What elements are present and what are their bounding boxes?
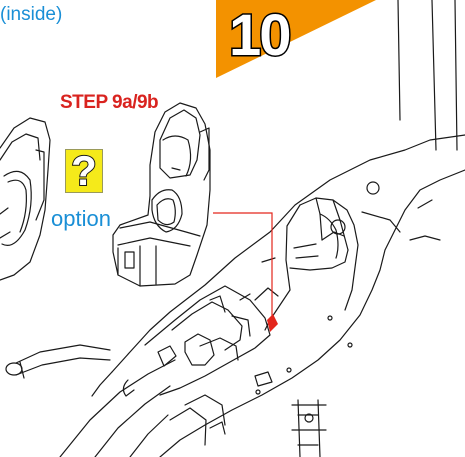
tail-fin [397, 0, 458, 151]
aircraft-fuselage [111, 134, 465, 457]
step-number: 10 [228, 3, 293, 68]
question-mark-icon: ? [65, 147, 103, 195]
option-label: option [51, 206, 111, 231]
inside-label: (inside) [0, 4, 63, 25]
step-reference: STEP 9a/9b [60, 92, 159, 113]
ejection-seat-left [0, 117, 51, 281]
canopy-frame [59, 359, 226, 457]
landing-gear [291, 399, 327, 457]
step-badge [216, 0, 376, 78]
probe [5, 344, 111, 379]
leader-line [213, 212, 278, 332]
cockpit-tub [144, 285, 279, 396]
ejection-seat-center [112, 102, 211, 287]
fuselage-details [209, 315, 353, 435]
